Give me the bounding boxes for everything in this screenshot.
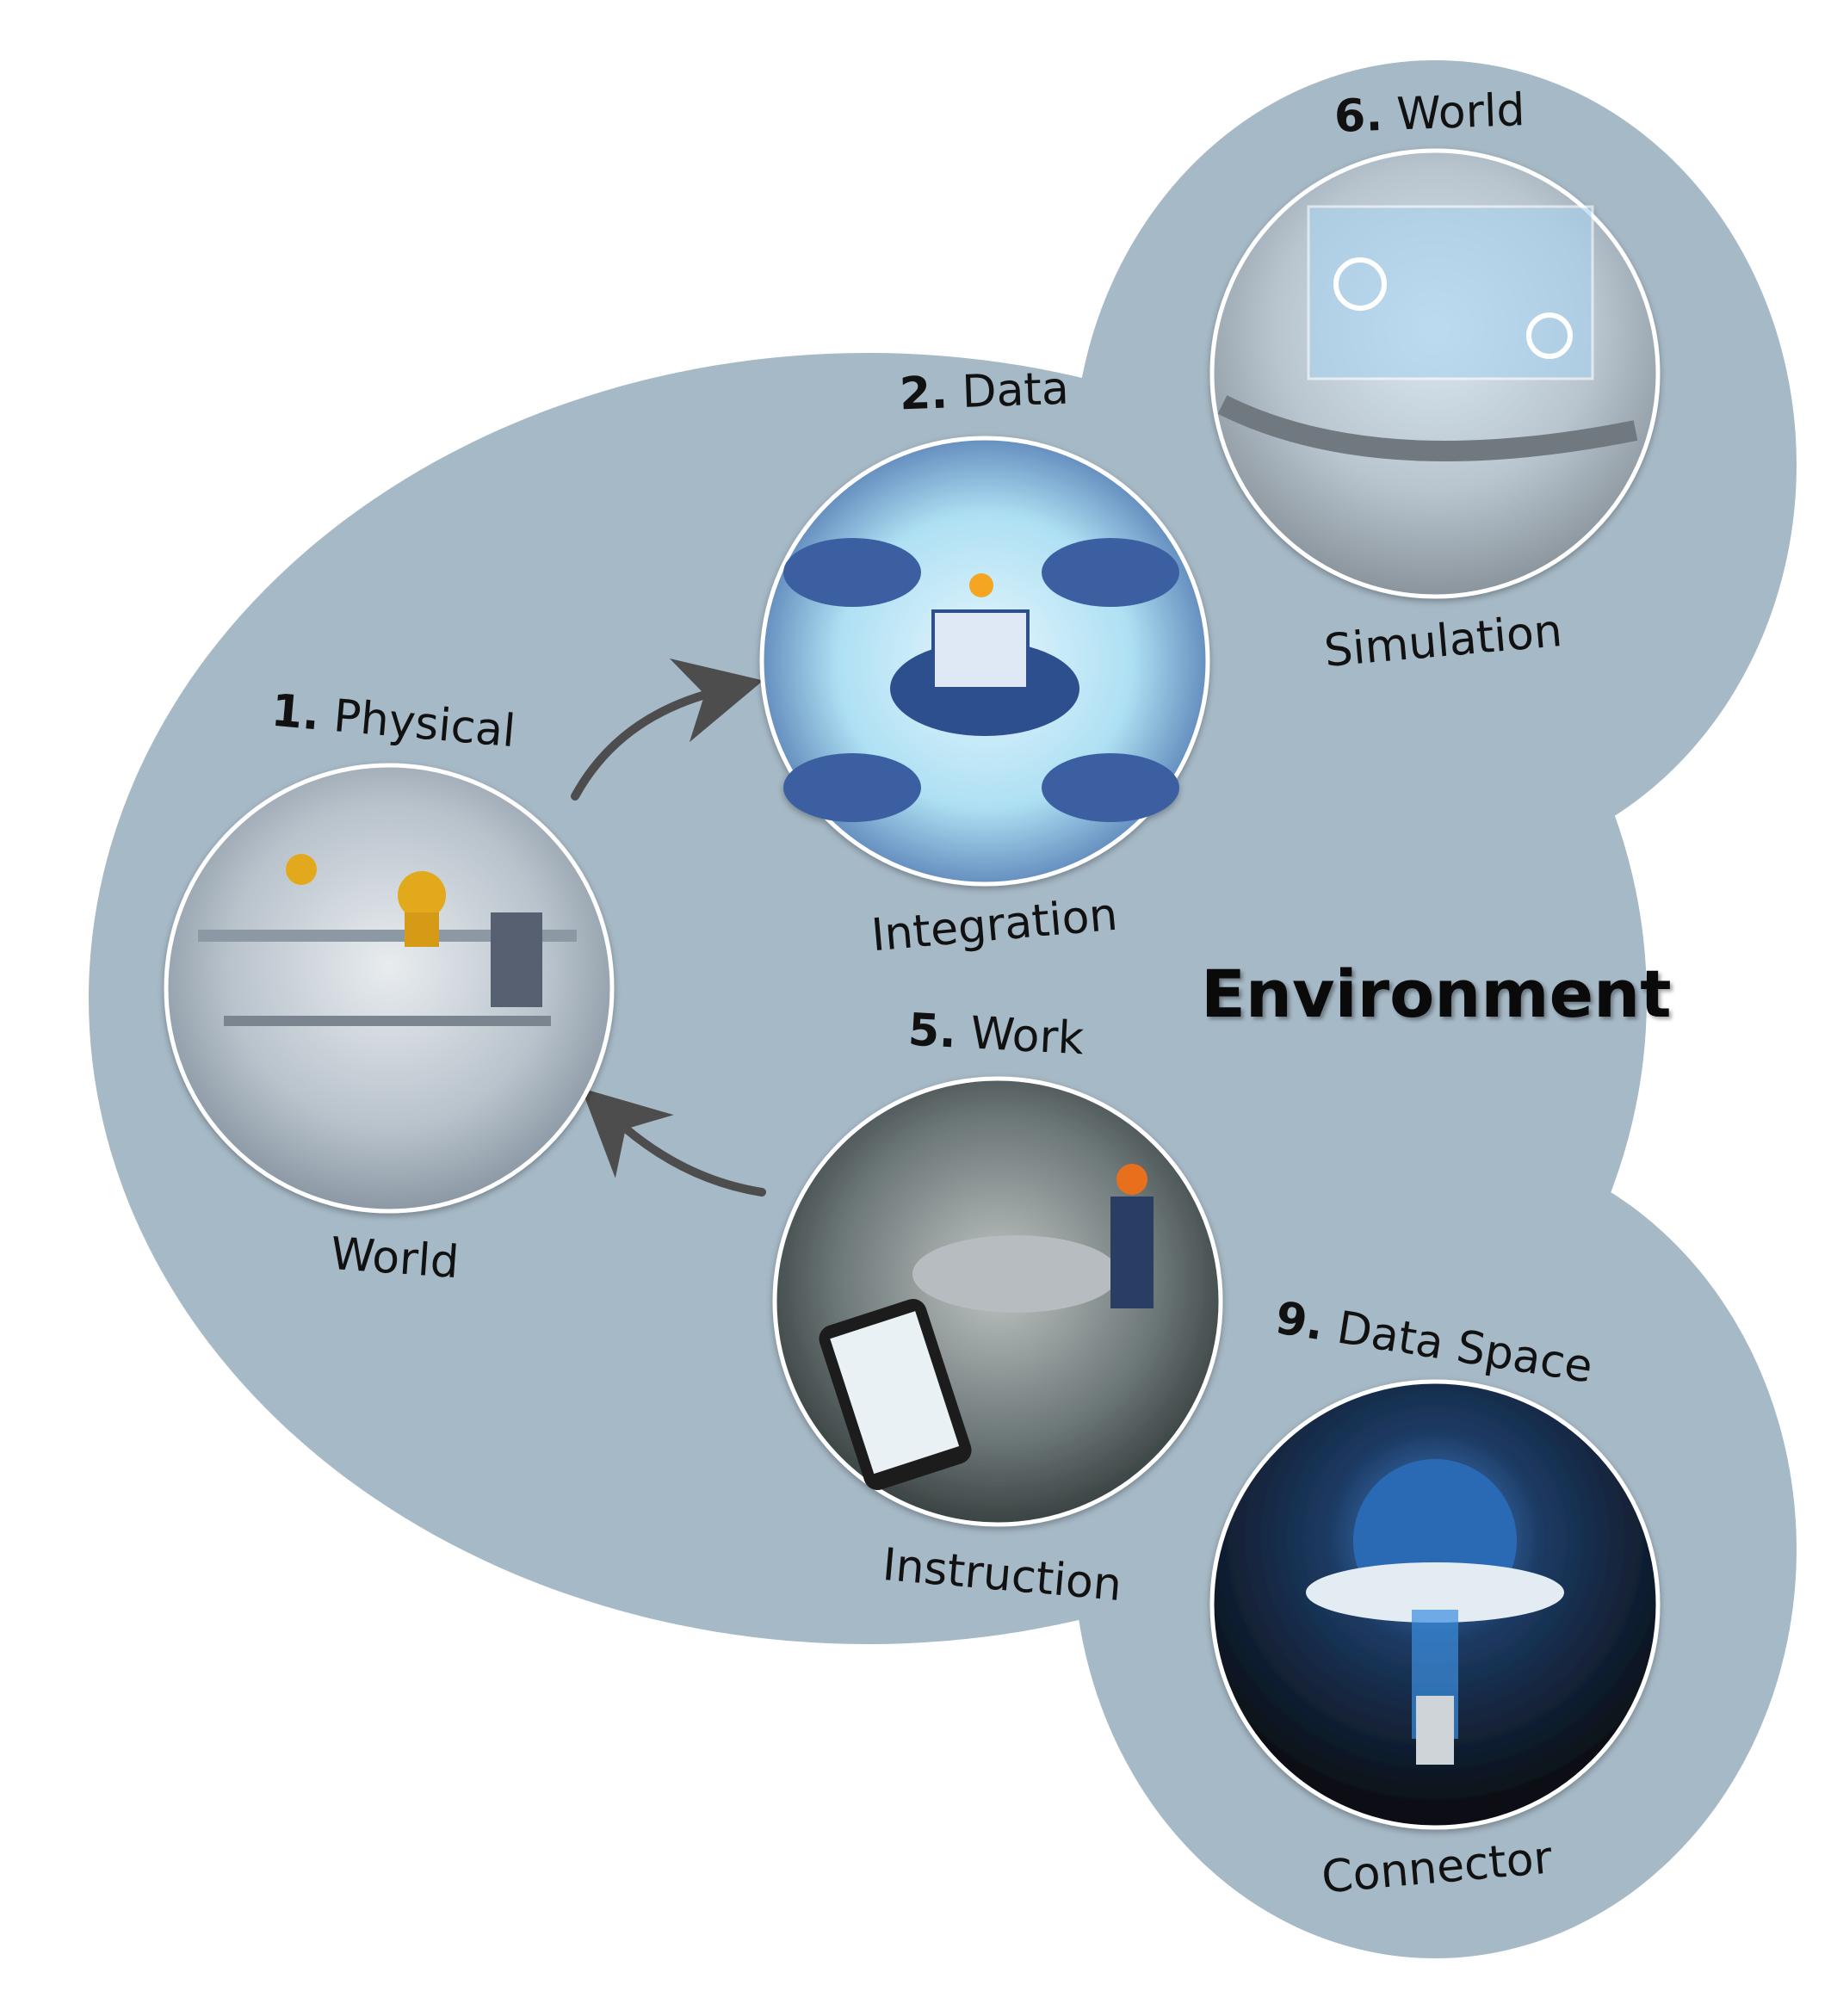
worker-tablet-image — [772, 1076, 1223, 1527]
node-title-text: Data — [961, 362, 1070, 418]
node-6-title: 6. World — [1333, 84, 1525, 143]
data-network-image — [759, 436, 1210, 887]
node-number: 6. — [1333, 89, 1384, 143]
environment-label: Environment — [1201, 955, 1672, 1032]
node-number: 2. — [899, 367, 949, 421]
node-title-text: World — [1395, 84, 1526, 141]
globe-connector-image — [1209, 1379, 1661, 1830]
node-number: 9. — [1271, 1292, 1328, 1351]
node-5-title: 5. Work — [907, 1005, 1086, 1066]
node-number: 1. — [269, 684, 322, 741]
node-number: 5. — [906, 1004, 958, 1059]
node-title-text: Work — [968, 1007, 1086, 1066]
node-1-subtitle: World — [329, 1228, 461, 1289]
factory-floor-image — [164, 763, 615, 1214]
environment-background — [89, 60, 1797, 1958]
node-2-title: 2. Data — [899, 363, 1070, 421]
arrow-physical-to-data — [571, 658, 764, 801]
digital-twin-image — [1209, 148, 1661, 599]
arrow-work-to-physical — [581, 1088, 766, 1197]
